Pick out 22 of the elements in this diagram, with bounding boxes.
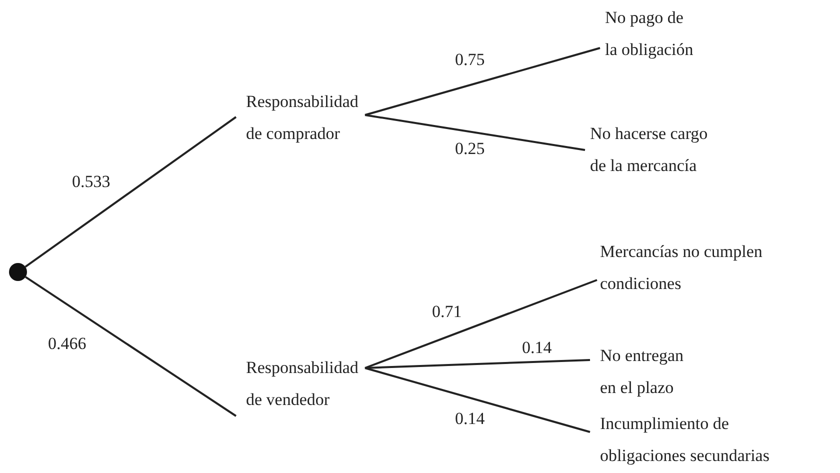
branch-line	[24, 276, 237, 417]
branch-line	[364, 47, 600, 116]
outcome-label: No entregan en el plazo	[600, 345, 685, 399]
branch-line	[364, 367, 590, 433]
probability-label: 0.14	[522, 338, 552, 358]
branch-line	[364, 114, 586, 151]
outcome-label: Responsabilidad de vendedor	[246, 357, 360, 411]
outcome-label: Incumplimiento de obligaciones secundarias	[600, 413, 770, 467]
branch-line	[364, 359, 590, 369]
outcome-label: No hacerse cargo de la mercancía	[590, 123, 709, 177]
root-dot	[9, 263, 27, 281]
probability-label: 0.25	[455, 139, 485, 159]
outcome-label: Mercancías no cumplen condiciones	[600, 241, 764, 295]
branch-line	[24, 116, 237, 268]
probability-label: 0.71	[432, 302, 462, 322]
outcome-label: Responsabilidad de comprador	[246, 91, 360, 145]
probability-label: 0.533	[72, 172, 110, 192]
probability-label: 0.14	[455, 409, 485, 429]
branch-line	[364, 279, 598, 369]
probability-label: 0.466	[48, 334, 86, 354]
outcome-label: No pago de la obligación	[605, 7, 694, 61]
probability-label: 0.75	[455, 50, 485, 70]
